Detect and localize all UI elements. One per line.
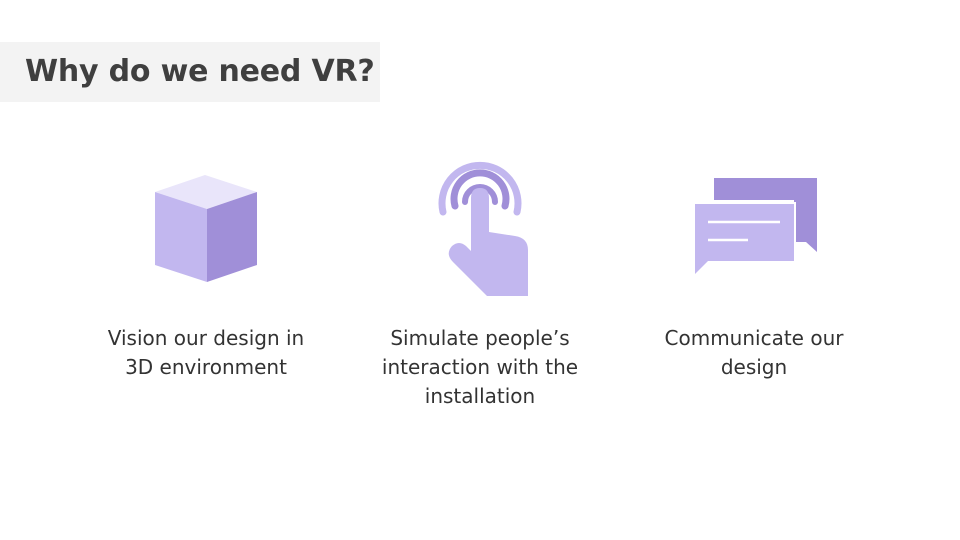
cube-icon [150, 172, 262, 284]
slide-title: Why do we need VR? [25, 54, 375, 89]
item-caption-vision: Vision our design in 3D environment [107, 326, 305, 379]
item-caption-simulate: Simulate people’s interaction with the i… [381, 326, 579, 408]
item-caption-communicate: Communicate our design [664, 326, 844, 379]
chat-bubbles-icon [690, 176, 820, 278]
title-bar: Why do we need VR? [0, 42, 380, 102]
touch-gesture-icon [425, 150, 535, 300]
